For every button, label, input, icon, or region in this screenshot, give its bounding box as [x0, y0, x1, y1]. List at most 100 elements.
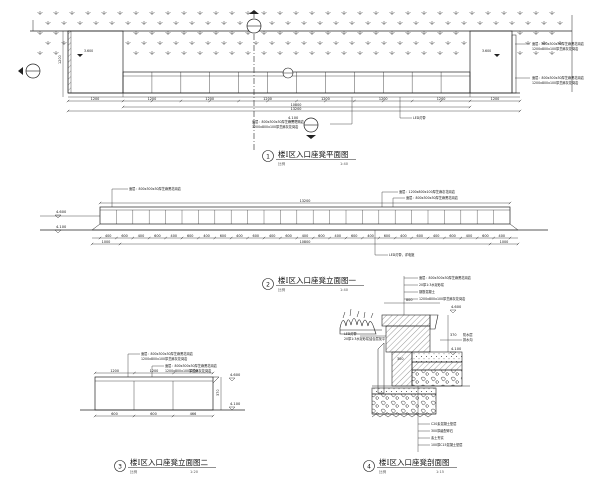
shrub-symbol — [285, 21, 291, 25]
shrub-symbol — [373, 31, 379, 35]
shrub-symbol — [109, 21, 115, 25]
elev1-dim-segment: 600 — [449, 234, 455, 238]
title-4-text: 楼Ⅰ区入口座凳剖面图 — [379, 457, 449, 467]
title-2-scale: 1:40 — [340, 288, 349, 292]
shrub-symbol — [197, 31, 203, 35]
shrub-symbol — [549, 11, 555, 15]
plan-dim-total-inner: 10800 — [291, 103, 302, 107]
shrub-symbol — [117, 11, 123, 15]
elev1-dim-segment: 600 — [384, 234, 390, 238]
title-4-number: 4 — [367, 464, 371, 471]
shrub-symbol — [309, 51, 315, 55]
shrub-symbol — [357, 51, 363, 55]
section-marker-mid — [282, 67, 294, 79]
shrub-symbol — [453, 11, 459, 15]
title-4-label: 比例 — [379, 469, 387, 474]
title-2-number: 2 — [266, 282, 270, 289]
shrub-symbol — [293, 31, 299, 35]
elev1-dim-segment: 400 — [433, 234, 439, 238]
elev2-note-3: 面层：800x300x30厚芝麻黑花岗岩 — [165, 363, 218, 368]
shrub-symbol — [213, 31, 219, 35]
elev1-dim-segment: 400 — [171, 234, 177, 238]
shrub-symbol — [197, 11, 203, 15]
plan-dim-total-outer: 13200 — [291, 107, 302, 111]
section-note-bottom: C20素混凝土垫层 — [431, 421, 456, 426]
title-1-number: 1 — [266, 154, 270, 161]
shrub-symbol — [421, 51, 427, 55]
shrub-symbol — [125, 21, 131, 25]
shrub-symbol — [557, 41, 563, 45]
elev2-level-top: 4.600 — [230, 373, 241, 377]
shrub-symbol — [309, 31, 315, 35]
title-3-number: 3 — [118, 464, 122, 471]
shrub-symbol — [405, 31, 411, 35]
title-3-text: 楼Ⅰ区入口座凳立面图二 — [130, 457, 208, 467]
shrub-symbol — [541, 41, 547, 45]
section-view: 800 370 300 4.600 4.100 面层：800x300x30厚芝麻… — [339, 275, 473, 452]
shrub-symbol — [245, 31, 251, 35]
elev1-note-right-2: 面层：800x300x30厚芝麻黑花岗岩 — [406, 195, 459, 200]
shrub-symbol — [165, 11, 171, 15]
shrub-symbol — [221, 21, 227, 25]
plan-note-right-4: 1200x800x100厚芝麻灰花岗岩 — [532, 80, 579, 85]
shrub-symbol — [397, 41, 403, 45]
plan-right-label: 3.600 — [482, 49, 491, 53]
elev1-dim-segment: 400 — [203, 234, 209, 238]
plan-left-planter — [67, 30, 124, 94]
elev1-dim-segment: 400 — [466, 234, 472, 238]
shrub-symbol — [53, 11, 59, 15]
shrub-symbol — [157, 41, 163, 45]
shrub-symbol — [45, 21, 51, 25]
shrub-symbol — [133, 51, 139, 55]
shrub-symbol — [341, 51, 347, 55]
shrub-symbol — [237, 21, 243, 25]
section-dim-mid: 300 — [397, 357, 403, 361]
section-seat-slab — [381, 314, 431, 327]
section-note-right-2: 排水沟 — [463, 337, 473, 342]
plan-dim-segment: 1200 — [263, 97, 272, 101]
plan-dim-left-end: 1200 — [91, 97, 100, 101]
shrub-symbol — [53, 31, 59, 35]
elev1-dim-segment: 400 — [367, 234, 373, 238]
shrub-symbol — [205, 21, 211, 25]
shrub-symbol — [381, 41, 387, 45]
shrub-symbol — [525, 21, 531, 25]
shrub-symbol — [437, 11, 443, 15]
plan-level: 4.100 — [288, 116, 299, 120]
plan-note-right-2: 1200x800x100厚芝麻灰花岗岩 — [532, 46, 579, 51]
section-note-top: 20厚1:3水泥砂浆 — [419, 282, 445, 287]
shrub-symbol — [277, 51, 283, 55]
shrub-symbol — [37, 11, 43, 15]
elev2-dim-bottom: 600 — [150, 412, 156, 416]
title-1-label: 比例 — [278, 161, 286, 166]
shrub-symbol — [277, 31, 283, 35]
shrub-symbol — [149, 31, 155, 35]
shrub-symbol — [253, 41, 259, 45]
elev1-dim-segment: 600 — [187, 234, 193, 238]
shrub-symbol — [429, 21, 435, 25]
shrub-symbol — [357, 11, 363, 15]
plan-note-bottom-3: LED灯带 — [413, 115, 426, 120]
elev1-level-bottom: 4.100 — [56, 225, 67, 229]
title-1-scale: 1:40 — [340, 162, 349, 166]
shrub-symbol — [189, 41, 195, 45]
shrub-symbol — [549, 31, 555, 35]
elev1-dim-segment: 600 — [285, 234, 291, 238]
shrub-symbol — [237, 41, 243, 45]
plan-height-dim: 1200 — [58, 55, 62, 64]
shrub-symbol — [341, 11, 347, 15]
shrub-symbol — [381, 21, 387, 25]
shrub-symbol — [317, 21, 323, 25]
elev1-dim-segment: 600 — [417, 234, 423, 238]
section-note-top: 钢筋混凝土 — [419, 289, 436, 294]
elev2-dim-top: 1200 — [110, 369, 119, 373]
elev2-note-4: 1200x800x100厚芝麻灰花岗岩 — [165, 368, 212, 373]
section-note-bottom: 素土夯实 — [431, 435, 444, 440]
shrub-symbol — [309, 11, 315, 15]
shrub-symbol — [357, 31, 363, 35]
